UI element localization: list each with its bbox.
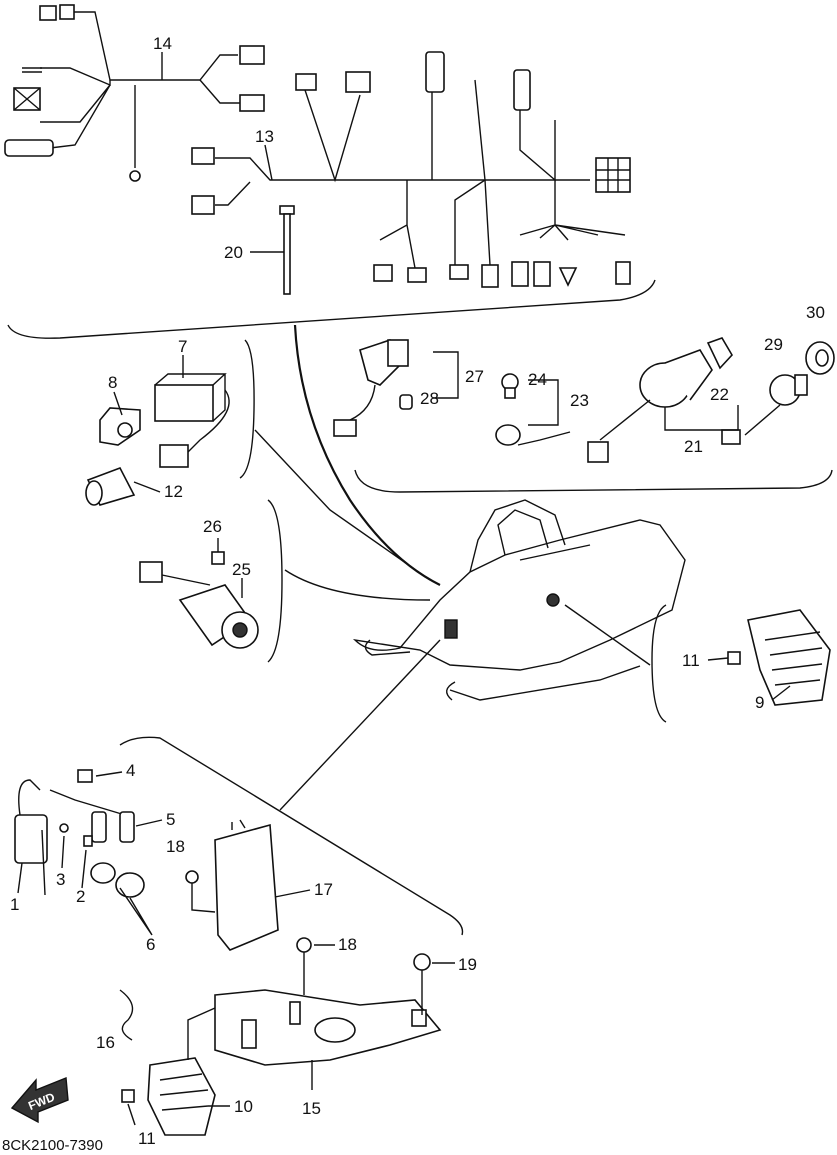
callout-28: 28 bbox=[420, 389, 439, 408]
starter-group bbox=[139, 499, 283, 663]
diagram-code: 8CK2100-7390 bbox=[2, 1137, 103, 1154]
callout-9: 9 bbox=[755, 693, 764, 712]
callout-12: 12 bbox=[164, 482, 183, 501]
callout-25: 25 bbox=[232, 560, 251, 579]
callout-27: 27 bbox=[465, 367, 484, 386]
callout-7: 7 bbox=[178, 337, 187, 356]
callout-19: 19 bbox=[458, 955, 477, 974]
callout-4: 4 bbox=[126, 761, 135, 780]
callout-11-bottom: 11 bbox=[138, 1129, 156, 1148]
callout-13: 13 bbox=[255, 127, 274, 146]
callout-labels: 14 13 20 7 8 12 27 28 24 23 21 22 29 30 … bbox=[10, 34, 825, 1148]
callout-5: 5 bbox=[166, 810, 175, 829]
callout-1: 1 bbox=[10, 895, 19, 914]
callout-17: 17 bbox=[314, 880, 333, 899]
callout-18-a: 18 bbox=[166, 837, 185, 856]
callout-26: 26 bbox=[203, 517, 222, 536]
callout-24: 24 bbox=[528, 370, 547, 389]
cdi-unit-group bbox=[85, 339, 255, 506]
ignition-coil-group: FWD bbox=[10, 736, 464, 1136]
callout-8: 8 bbox=[108, 373, 117, 392]
callout-2: 2 bbox=[76, 887, 85, 906]
callout-6: 6 bbox=[146, 935, 155, 954]
callout-23: 23 bbox=[570, 391, 589, 410]
snowmobile bbox=[254, 324, 686, 811]
leader-lines bbox=[17, 52, 791, 1126]
callout-16: 16 bbox=[96, 1033, 115, 1052]
callout-3: 3 bbox=[56, 870, 65, 889]
regulator-group bbox=[651, 604, 831, 723]
callout-10: 10 bbox=[234, 1097, 253, 1116]
switch-group bbox=[333, 337, 835, 493]
callout-15: 15 bbox=[302, 1099, 321, 1118]
callout-29: 29 bbox=[764, 335, 783, 354]
callout-11-top: 11 bbox=[682, 651, 700, 670]
callout-14: 14 bbox=[153, 34, 172, 53]
callout-22: 22 bbox=[710, 385, 729, 404]
wire-harness-group bbox=[4, 4, 656, 339]
callout-18-b: 18 bbox=[338, 935, 357, 954]
callout-20: 20 bbox=[224, 243, 243, 262]
callout-21: 21 bbox=[684, 437, 703, 456]
callout-30: 30 bbox=[806, 303, 825, 322]
